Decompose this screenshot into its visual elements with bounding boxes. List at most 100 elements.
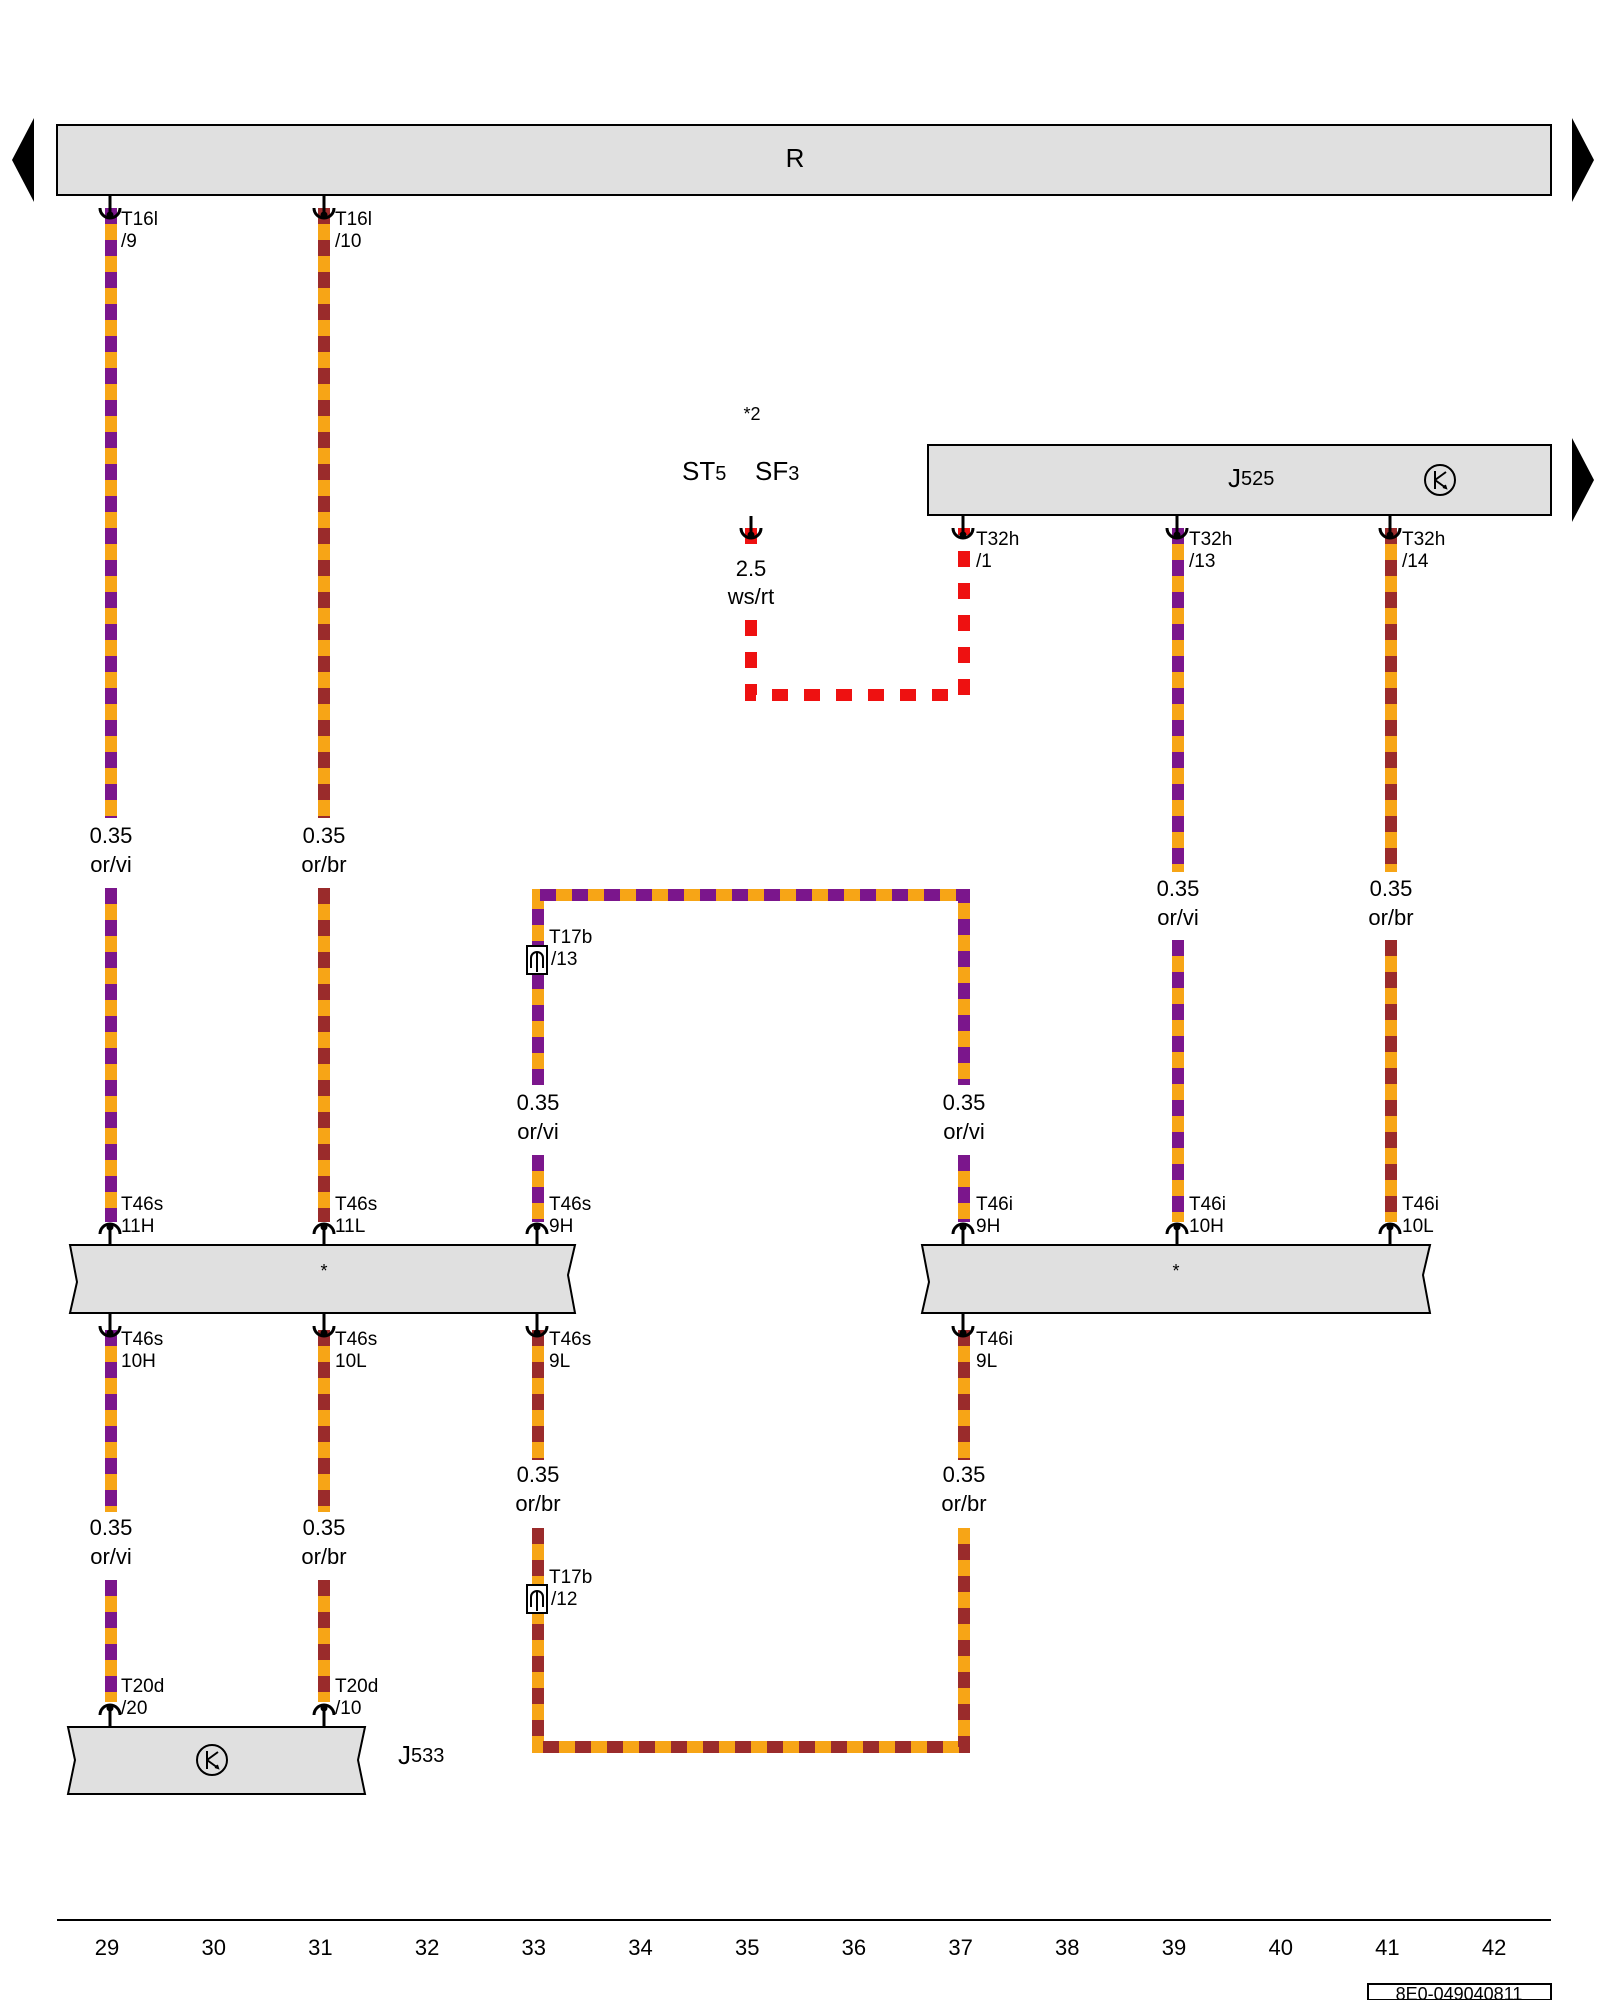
right-arrow-icon[interactable] bbox=[1572, 438, 1594, 522]
control-unit-j525 bbox=[927, 444, 1552, 516]
wire-size-label: 0.35 bbox=[1157, 876, 1200, 901]
pin-icon bbox=[951, 514, 975, 540]
pin-label: T20d/10 bbox=[335, 1676, 378, 1719]
column-numbers: 29 30 31 32 33 34 35 36 37 38 39 40 41 42 bbox=[95, 1935, 1507, 1960]
wire-or-vi bbox=[532, 889, 970, 1085]
rail-r bbox=[56, 124, 1552, 196]
pin-icon bbox=[1165, 1222, 1189, 1248]
inline-connector-icon bbox=[526, 1584, 548, 1614]
column-number: 36 bbox=[842, 1935, 866, 1960]
pin-label: T16l/10 bbox=[335, 209, 372, 252]
column-number: 40 bbox=[1268, 1935, 1292, 1960]
pin-label: T20d/20 bbox=[121, 1676, 164, 1719]
control-unit-icon bbox=[196, 1744, 228, 1776]
wire-size-label: 0.35 bbox=[517, 1462, 560, 1487]
pin-icon bbox=[98, 1703, 122, 1729]
wire-size-label: 0.35 bbox=[943, 1090, 986, 1115]
pin-icon bbox=[951, 1222, 975, 1248]
wire-color-label: or/vi bbox=[1157, 905, 1199, 930]
pin-label: T32h/1 bbox=[976, 529, 1019, 572]
column-number: 39 bbox=[1162, 1935, 1186, 1960]
pin-icon bbox=[98, 1312, 122, 1338]
wire-or-br bbox=[532, 1528, 970, 1753]
pin-label: T32h/14 bbox=[1402, 529, 1445, 572]
column-number: 33 bbox=[522, 1935, 546, 1960]
pin-label: T17b/13 bbox=[549, 927, 592, 970]
connector-block-right bbox=[920, 1244, 1432, 1314]
j525-label: J525 bbox=[1228, 463, 1274, 493]
connector-left-label: * bbox=[320, 1261, 327, 1281]
wire-color-label: or/br bbox=[941, 1491, 986, 1516]
pin-label: T17b/12 bbox=[549, 1567, 592, 1610]
wire-size-label: 0.35 bbox=[517, 1090, 560, 1115]
column-number: 29 bbox=[95, 1935, 119, 1960]
pin-icon bbox=[98, 194, 122, 220]
pin-icon bbox=[951, 1312, 975, 1338]
connector-block-left bbox=[68, 1244, 577, 1314]
control-unit-icon bbox=[1424, 464, 1456, 496]
pin-icon bbox=[98, 1222, 122, 1248]
wire-size-label: 0.35 bbox=[303, 1515, 346, 1540]
wire-color-label: ws/rt bbox=[727, 584, 774, 609]
pin-icon bbox=[312, 1222, 336, 1248]
reference-box bbox=[1367, 1983, 1552, 2000]
reference-number: 8E0-049040811 bbox=[1396, 1984, 1523, 2000]
wire-size-label: 0.35 bbox=[943, 1462, 986, 1487]
wire-size-label: 0.35 bbox=[90, 1515, 133, 1540]
wire-color-label: or/vi bbox=[943, 1119, 985, 1144]
column-number: 31 bbox=[308, 1935, 332, 1960]
pin-icon bbox=[525, 1222, 549, 1248]
pin-icon bbox=[312, 1703, 336, 1729]
wire-color-label: or/vi bbox=[90, 852, 132, 877]
wire-color-label: or/vi bbox=[90, 1544, 132, 1569]
pin-label: T16l/9 bbox=[121, 209, 158, 252]
right-arrow-icon[interactable] bbox=[1572, 118, 1594, 202]
wire-color-label: or/vi bbox=[517, 1119, 559, 1144]
pin-icon bbox=[739, 514, 763, 540]
column-number: 37 bbox=[948, 1935, 972, 1960]
wire-color-label: or/br bbox=[301, 1544, 346, 1569]
column-number: 32 bbox=[415, 1935, 439, 1960]
note-star2: *2 bbox=[743, 404, 760, 424]
pin-icon bbox=[525, 1312, 549, 1338]
column-number: 41 bbox=[1375, 1935, 1399, 1960]
wire-color-label: or/br bbox=[515, 1491, 560, 1516]
column-number: 30 bbox=[201, 1935, 225, 1960]
j533-label: J533 bbox=[398, 1740, 444, 1770]
wire-size-label: 2.5 bbox=[736, 556, 767, 581]
pin-icon bbox=[312, 1312, 336, 1338]
wire-ws-rt bbox=[745, 528, 970, 701]
st5-label: ST5 bbox=[682, 456, 726, 486]
wire-size-label: 0.35 bbox=[1370, 876, 1413, 901]
column-number: 38 bbox=[1055, 1935, 1079, 1960]
connector-right-label: * bbox=[1172, 1261, 1179, 1281]
wire-color-label: or/br bbox=[301, 852, 346, 877]
pin-icon bbox=[1378, 514, 1402, 540]
pin-icon bbox=[1378, 1222, 1402, 1248]
pin-label: T32h/13 bbox=[1189, 529, 1232, 572]
pin-icon bbox=[312, 194, 336, 220]
sf3-label: SF3 bbox=[755, 456, 799, 486]
wire-size-label: 0.35 bbox=[303, 823, 346, 848]
left-arrow-icon[interactable] bbox=[12, 118, 34, 202]
column-number: 34 bbox=[628, 1935, 652, 1960]
column-number: 42 bbox=[1482, 1935, 1506, 1960]
wire-color-label: or/br bbox=[1368, 905, 1413, 930]
pin-icon bbox=[1165, 514, 1189, 540]
wire-layer bbox=[105, 208, 1397, 1753]
column-number: 35 bbox=[735, 1935, 759, 1960]
wire-size-label: 0.35 bbox=[90, 823, 133, 848]
inline-connector-icon bbox=[526, 945, 548, 975]
control-unit-j533 bbox=[66, 1726, 367, 1795]
rail-r-label: R bbox=[786, 143, 805, 173]
